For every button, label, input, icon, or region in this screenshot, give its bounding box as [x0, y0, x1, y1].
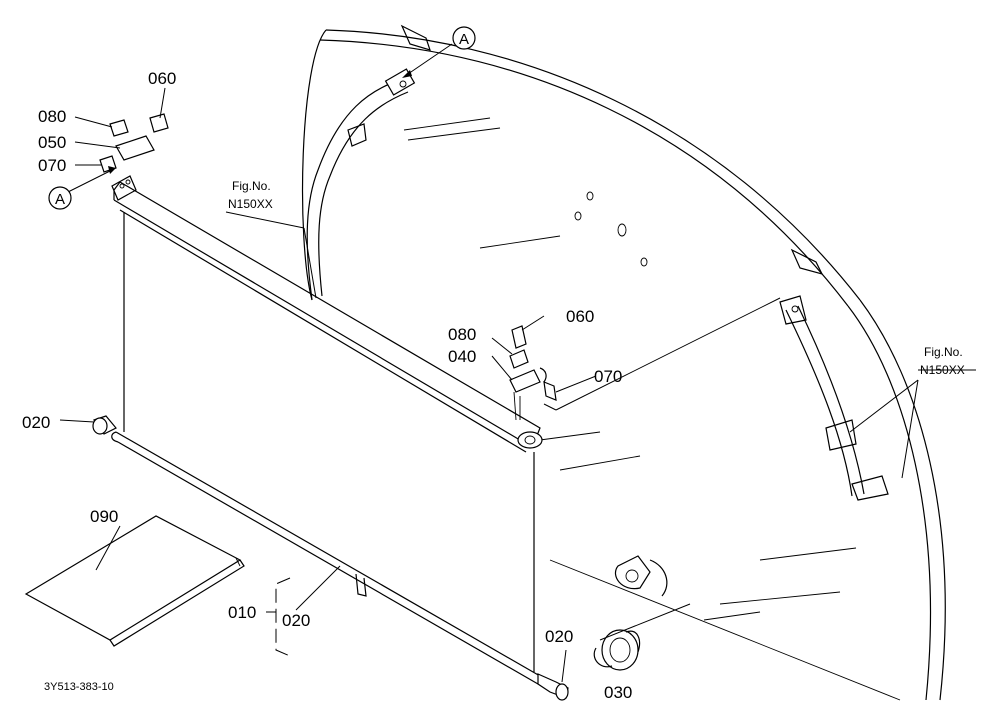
callout-080-right: 080	[448, 325, 476, 344]
end-cap-left	[92, 415, 117, 435]
cab-windshield	[301, 29, 946, 701]
fig-ref-top-line2: N150XX	[228, 197, 273, 211]
callout-040: 040	[448, 347, 476, 366]
bottom-rod	[111, 431, 569, 701]
bracket-left	[99, 113, 169, 173]
manual-book	[24, 515, 245, 647]
left-pillar	[306, 24, 431, 301]
hook-upper	[614, 555, 668, 597]
callout-070-left: 070	[38, 156, 66, 175]
callout-070-right: 070	[594, 367, 622, 386]
fig-ref-right-line2: N150XX	[920, 363, 965, 377]
callout-030: 030	[604, 683, 632, 702]
callouts: 080 050 070 060 020 090 010 020 020 030 …	[22, 69, 632, 702]
marker-a-top-circle	[452, 26, 476, 50]
right-pillar	[779, 248, 889, 501]
sunshade-fabric	[123, 212, 535, 672]
callout-080-left: 080	[38, 107, 66, 126]
callout-020-left: 020	[22, 413, 50, 432]
callout-020-right: 020	[545, 627, 573, 646]
marker-a-top: A	[459, 31, 469, 48]
callout-010: 010	[228, 603, 256, 622]
fig-ref-top-line1: Fig.No.	[232, 179, 271, 193]
marker-a-left-circle	[48, 186, 72, 210]
callout-060-left: 060	[148, 69, 176, 88]
callout-090: 090	[90, 507, 118, 526]
leader-lines	[59, 43, 976, 683]
figure-references: Fig.No. N150XX Fig.No. N150XX	[228, 179, 965, 377]
fig-ref-right-line1: Fig.No.	[924, 345, 963, 359]
detail-markers: A A	[48, 26, 476, 210]
callout-060-right: 060	[566, 307, 594, 326]
group-bracket-010	[266, 577, 291, 657]
sunshade-housing	[111, 175, 543, 453]
diagram-code: 3Y513-383-10	[44, 681, 114, 693]
callout-020-rod: 020	[282, 611, 310, 630]
marker-a-left: A	[55, 191, 65, 208]
callout-050: 050	[38, 133, 66, 152]
bracket-right	[509, 325, 557, 421]
hook-030	[593, 629, 641, 671]
